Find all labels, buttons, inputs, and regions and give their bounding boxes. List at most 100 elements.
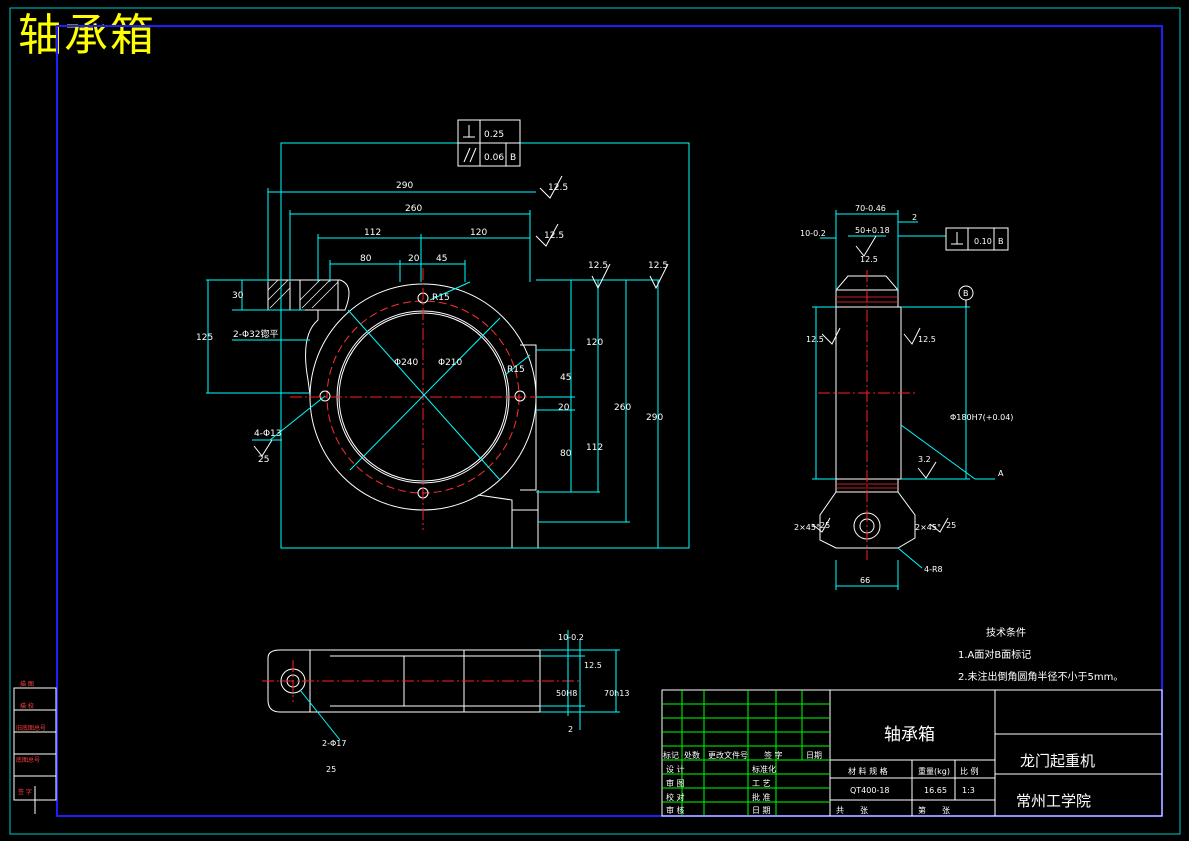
top-dim-text: 10-0.2 50H8 70h13 12.5 2 2-Φ17 25 xyxy=(322,633,629,774)
dim-45: 45 xyxy=(436,254,447,264)
title-block-grid xyxy=(662,690,830,816)
rough-125a: 12.5 xyxy=(548,183,568,193)
dim-r15-a: R15 xyxy=(432,293,450,303)
rough-top: 12.5 xyxy=(584,661,602,670)
tb-r3-c3: 批 准 xyxy=(752,792,771,802)
dim-side-50: 50+0.18 xyxy=(855,226,890,235)
rough-25-left: 25 xyxy=(820,521,830,530)
left-lug xyxy=(268,279,350,396)
dim-260: 260 xyxy=(405,204,422,214)
bolt-hole xyxy=(319,390,331,402)
dim-top-70: 70h13 xyxy=(604,689,629,698)
title-block-text: 标记 处数 更改文件号 签 字 日期 设 计 标准化 审 图 工 艺 校 对 批… xyxy=(663,750,979,815)
tech-title: 技术条件 xyxy=(986,626,1026,639)
rough-symbols-side xyxy=(811,235,949,533)
dim-v80: 80 xyxy=(560,449,572,459)
dim-112: 112 xyxy=(364,228,381,238)
dim-r8: 4-R8 xyxy=(924,565,943,574)
dim-v20: 20 xyxy=(558,403,570,413)
dim-top-10: 10-0.2 xyxy=(558,633,584,642)
rough-125d: 12.5 xyxy=(648,261,668,271)
tb-part-name: 轴承箱 xyxy=(884,725,935,745)
tb-h-sign: 签 字 xyxy=(764,750,783,760)
dim-66: 66 xyxy=(860,576,870,585)
rough-25-right: 25 xyxy=(946,521,956,530)
dim-top-2: 2 xyxy=(568,725,573,734)
dim-rough25: 25 xyxy=(258,455,269,465)
dim-30: 30 xyxy=(232,291,244,301)
side-dim-text: 70-0.46 50+0.18 2 10-0.2 12.5 12.5 12.5 … xyxy=(794,204,1013,585)
dim-holes4: 4-Φ13 xyxy=(254,429,282,439)
rough-125b: 12.5 xyxy=(544,231,564,241)
side-dimensions xyxy=(812,210,995,590)
tb-h-count: 处数 xyxy=(684,750,700,760)
tolerance-frame-side xyxy=(945,227,1009,307)
foot-block xyxy=(511,509,539,549)
dim-20: 20 xyxy=(408,254,420,264)
dim-r15-b: R15 xyxy=(507,365,525,375)
label-a: A xyxy=(998,469,1004,478)
front-dimensions xyxy=(206,142,690,549)
rough-side-b: 12.5 xyxy=(806,335,824,344)
bottom-body xyxy=(477,490,539,549)
tb-r1-c1: 设 计 xyxy=(666,764,685,774)
dim-80: 80 xyxy=(360,254,372,264)
bolt-hole xyxy=(514,390,526,402)
dim-hole-2: 2-Φ32锪平 xyxy=(233,328,279,340)
tol-datum: B xyxy=(510,153,516,163)
lug-hatch xyxy=(267,279,339,309)
rough-side-c: 12.5 xyxy=(918,335,936,344)
tb-sheet: 第 张 xyxy=(918,805,950,815)
tb-r2-c1: 审 图 xyxy=(666,778,685,788)
dim-holes2: 2-Φ17 xyxy=(322,739,346,748)
title-block-frame xyxy=(661,689,1163,817)
rough-32: 3.2 xyxy=(918,455,931,464)
tb-r4-c3: 日 期 xyxy=(752,806,771,815)
tech-item-1: 1.A面对B面标记 xyxy=(958,648,1031,661)
stamp-2: 描 校 xyxy=(20,702,34,710)
tol-value-1: 0.25 xyxy=(484,130,504,140)
dim-125: 125 xyxy=(196,333,213,343)
tb-scale: 1:3 xyxy=(962,786,975,795)
tb-h-date: 日期 xyxy=(806,751,822,760)
stamp-4: 底图总号 xyxy=(16,756,40,764)
dim-dia240: Φ240 xyxy=(394,358,419,368)
datum-label: B xyxy=(963,289,969,298)
dim-top-50: 50H8 xyxy=(556,689,577,698)
side-stamp xyxy=(13,687,57,814)
side-stamp-text: 描 图 描 校 旧底图总号 底图总号 签 字 xyxy=(16,680,46,796)
dim-side-10: 10-0.2 xyxy=(800,229,826,238)
dim-dia180: Φ180H7(+0.04) xyxy=(950,413,1013,422)
side-centerlines xyxy=(818,270,918,560)
stamp-5: 签 字 xyxy=(18,788,32,796)
tolerance-frame-front xyxy=(457,119,521,167)
tb-h-mark: 标记 xyxy=(663,750,679,760)
inner-frame xyxy=(56,25,1163,817)
title-block-big-text: 轴承箱 龙门起重机 常州工学院 xyxy=(884,725,1095,810)
dim-side-2: 2 xyxy=(912,213,917,222)
tb-scale-label: 比 例 xyxy=(960,766,979,776)
outer-frame xyxy=(9,7,1181,835)
tech-item-2: 2.未注出倒角圆角半径不小于5mm。 xyxy=(958,670,1123,683)
tb-weight: 16.65 xyxy=(924,786,947,795)
drawing-title: 轴承箱 xyxy=(18,10,156,61)
dim-dia210: Φ210 xyxy=(438,358,463,368)
chamfer-left: 2×45° xyxy=(794,523,820,532)
tb-sheets: 共 张 xyxy=(836,806,868,815)
top-dimensions xyxy=(299,630,620,741)
lug-block xyxy=(267,279,339,311)
tb-r4-c1: 审 核 xyxy=(666,805,685,815)
tb-r1-c3: 标准化 xyxy=(752,764,776,774)
rough-symbols-front xyxy=(253,175,669,457)
tb-r3-c1: 校 对 xyxy=(666,792,685,802)
dim-v45: 45 xyxy=(560,373,571,383)
dim-v120: 120 xyxy=(586,338,603,348)
front-labels: 0.25 0.06 B xyxy=(484,130,516,163)
rough-side-a: 12.5 xyxy=(860,255,878,264)
dim-v260: 260 xyxy=(614,403,631,413)
tb-school: 常州工学院 xyxy=(1016,792,1091,810)
stamp-3: 旧底图总号 xyxy=(16,724,46,732)
stamp-1: 描 图 xyxy=(20,680,34,688)
front-dim-text: 290 260 112 120 80 20 45 30 125 2-Φ32锪平 … xyxy=(196,181,668,465)
